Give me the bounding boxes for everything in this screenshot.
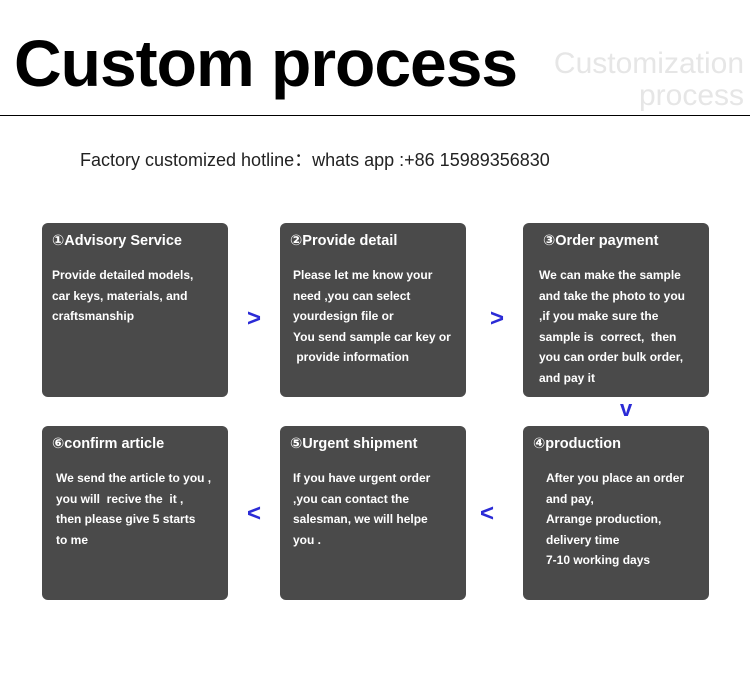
step-body: If you have urgent order ,you can contac… <box>290 468 458 550</box>
arrow-down-icon: v <box>620 396 633 421</box>
step-body-line: to me <box>56 532 89 547</box>
page-title: Custom process <box>14 26 518 100</box>
arrow-left-icon: < <box>480 500 495 527</box>
page-subtitle: Customization process <box>554 48 744 112</box>
step-body-line: craftsmanship <box>52 309 135 323</box>
step-body-line: you can order bulk order, <box>539 350 684 364</box>
step-body-line: provide information <box>293 350 410 364</box>
hotline-text: Factory customized hotline：whats app :+8… <box>80 150 550 170</box>
step-body: Please let me know your need ,you can se… <box>290 265 458 368</box>
step-card-confirm-article: ⑥confirm article We send the article to … <box>42 426 228 600</box>
step-body-line: need ,you can select <box>293 288 411 303</box>
step-card-urgent-shipment: ⑤Urgent shipment If you have urgent orde… <box>280 426 466 600</box>
step-card-provide-detail: ②Provide detail Please let me know your … <box>280 223 466 397</box>
step-body-line: and pay it <box>539 370 596 385</box>
step-title: ④production <box>533 436 621 452</box>
step-card-advisory-service: ①Advisory Service Provide detailed model… <box>42 223 228 397</box>
step-body-line: 7-10 working days <box>546 553 651 567</box>
step-card-production: ④production After you place an order and… <box>523 426 709 600</box>
step-body-line: and take the photo to you <box>539 288 685 303</box>
subtitle-line: process <box>638 79 744 112</box>
arrow-left-icon: < <box>247 500 262 527</box>
step-title: ⑤Urgent shipment <box>290 436 418 452</box>
step-title: ①Advisory Service <box>52 233 182 249</box>
step-body-line: Arrange production, <box>546 512 662 526</box>
step-body: After you place an order and pay, Arrang… <box>533 468 701 571</box>
step-body-line: We can make the sample <box>539 268 681 282</box>
step-body-line: We send the article to you , <box>56 471 212 485</box>
step-title: ⑥confirm article <box>52 436 165 452</box>
step-body-line: sample is correct, then <box>539 329 677 344</box>
step-body-line: If you have urgent order <box>293 471 431 485</box>
step-body: Provide detailed models, car keys, mater… <box>52 265 220 327</box>
arrow-right-icon: > <box>247 305 262 332</box>
step-body-line: You send sample car key or <box>293 329 451 344</box>
step-body-line: you will recive the it , <box>56 491 184 506</box>
step-body-line: and pay, <box>546 491 594 506</box>
step-body-line: yourdesign file or <box>293 309 394 323</box>
step-body-line: salesman, we will helpe <box>293 512 428 526</box>
step-body: We send the article to you , you will re… <box>52 468 220 550</box>
step-body-line: you . <box>293 532 322 547</box>
step-body-line: Provide detailed models, <box>52 268 194 282</box>
step-card-order-payment: ③Order payment We can make the sample an… <box>523 223 709 397</box>
step-body-line: car keys, materials, and <box>52 288 188 303</box>
subtitle-line: Customization <box>553 47 744 80</box>
step-body-line: then please give 5 starts <box>56 512 196 526</box>
step-body-line: delivery time <box>546 532 620 547</box>
header-divider <box>0 115 750 116</box>
step-title: ②Provide detail <box>290 233 398 249</box>
arrow-right-icon: > <box>490 305 505 332</box>
step-title: ③Order payment <box>543 233 659 249</box>
step-body-line: ,you can contact the <box>293 491 410 506</box>
step-body: We can make the sample and take the phot… <box>533 265 701 388</box>
step-body-line: After you place an order <box>546 471 685 485</box>
step-body-line: ,if you make sure the <box>539 309 659 323</box>
step-body-line: Please let me know your <box>293 268 433 282</box>
